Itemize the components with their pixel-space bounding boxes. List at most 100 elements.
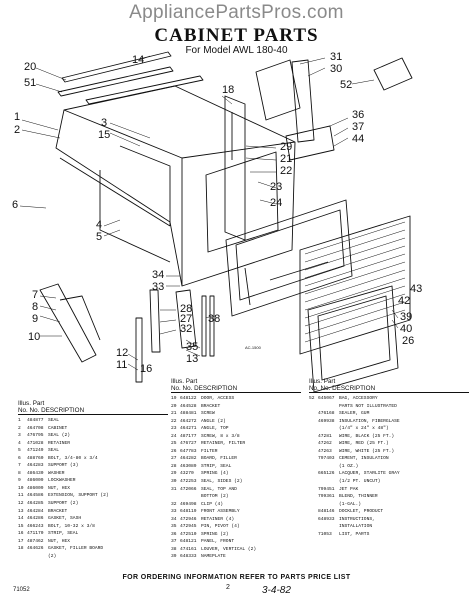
part-no: 47263 <box>318 448 332 454</box>
illus-no <box>309 440 318 448</box>
part-description: EXTENSION, SUPPORT (2) <box>48 493 109 499</box>
illus-no <box>309 470 318 478</box>
part-no: 648122 <box>180 396 197 401</box>
callout-23: 23 <box>270 181 282 193</box>
part-no <box>318 425 339 433</box>
part-no: 648933 <box>318 516 335 522</box>
diagram-seal-strip-top <box>61 51 172 83</box>
column-header: Illus. Part <box>18 400 45 407</box>
part-no: 464586 <box>27 493 44 499</box>
part-no: 476727 <box>180 441 197 447</box>
part-description: BRACKET <box>201 403 221 409</box>
illus-no: 11 <box>18 493 24 499</box>
parts-list-row: BOTTOM (2) <box>171 493 301 501</box>
callout-5: 5 <box>96 231 102 243</box>
callout-37: 37 <box>352 121 364 133</box>
part-description: FILTER <box>201 448 218 454</box>
part-description: GASKET, SASH <box>48 516 82 522</box>
part-description: LIST, PARTS <box>339 531 370 537</box>
diagram-front-panel <box>307 285 399 393</box>
ordering-footer: FOR ORDERING INFORMATION REFER TO PARTS … <box>122 574 351 581</box>
part-description: BRACKET <box>48 508 68 514</box>
part-description: BOLT, 10-32 x 3/8 <box>48 523 95 529</box>
illus-no: 22 <box>171 418 177 424</box>
illus-no <box>309 425 318 433</box>
part-no: 463089 <box>180 463 197 469</box>
part-no: 464284 <box>27 508 44 514</box>
callout-21: 21 <box>280 153 292 165</box>
part-no: 464271 <box>180 426 197 432</box>
part-no <box>27 553 48 561</box>
illus-no: 36 <box>171 531 177 537</box>
part-description: CLIP (4) <box>201 501 224 507</box>
part-no: 476168 <box>318 411 335 417</box>
callout-3: 3 <box>101 117 107 129</box>
illus-no: 14 <box>18 516 24 522</box>
callout-43: 43 <box>410 283 422 295</box>
illus-no: 27 <box>171 456 177 462</box>
part-description: (1/4" x 24" x 48") <box>339 426 389 432</box>
callout-9: 9 <box>32 313 38 325</box>
part-no: 471170 <box>27 531 44 537</box>
callout-51: 51 <box>24 77 36 89</box>
diagram-filter-media <box>304 221 406 343</box>
part-no: 472066 <box>180 486 197 492</box>
part-description: SPRING (4) <box>201 471 229 477</box>
part-description: RETAINER <box>48 440 71 446</box>
part-no: 469938 <box>318 418 335 424</box>
part-no: 488760 <box>27 455 44 461</box>
diagram-cabinet-divider <box>119 145 171 226</box>
callout-34: 34 <box>152 269 164 281</box>
illus-no: 4 <box>18 440 21 446</box>
part-no: 472945 <box>180 524 197 530</box>
illus-no <box>309 523 318 531</box>
diagram-filter <box>299 215 411 355</box>
illus-no: 2 <box>18 425 21 431</box>
illus-no <box>309 531 318 539</box>
part-no: 464272 <box>180 418 197 424</box>
callout-12: 12 <box>116 347 128 359</box>
callout-36: 36 <box>352 109 364 121</box>
part-no: 464283 <box>27 463 44 469</box>
part-description: STRIP, SEAL <box>201 463 232 469</box>
part-no <box>318 463 339 471</box>
callout-27: 27 <box>180 313 192 325</box>
parts-list-row: (1/2 PT. UNCUT) <box>309 478 469 486</box>
page-title: CABINET PARTS <box>154 25 319 46</box>
part-description: JET PAK <box>339 486 359 492</box>
illus-no <box>309 410 318 418</box>
part-no: 471028 <box>27 440 44 446</box>
callout-42: 42 <box>398 295 410 307</box>
illus-no <box>309 403 318 411</box>
diagram-support-bracket <box>135 317 143 383</box>
callout-26: 26 <box>402 335 414 347</box>
part-no: 648333 <box>180 554 197 560</box>
part-description: SUPPORT (3) <box>48 463 79 469</box>
part-no: 472510 <box>180 531 197 537</box>
illus-no <box>309 433 318 441</box>
illus-no: 33 <box>171 509 177 515</box>
part-no <box>180 493 201 501</box>
part-description: WASHER <box>48 470 65 476</box>
part-no <box>318 523 339 531</box>
callout-38: 38 <box>208 313 220 325</box>
part-no: 488481 <box>180 411 197 417</box>
part-description: DOCKLET, PRODUCT <box>339 509 384 515</box>
